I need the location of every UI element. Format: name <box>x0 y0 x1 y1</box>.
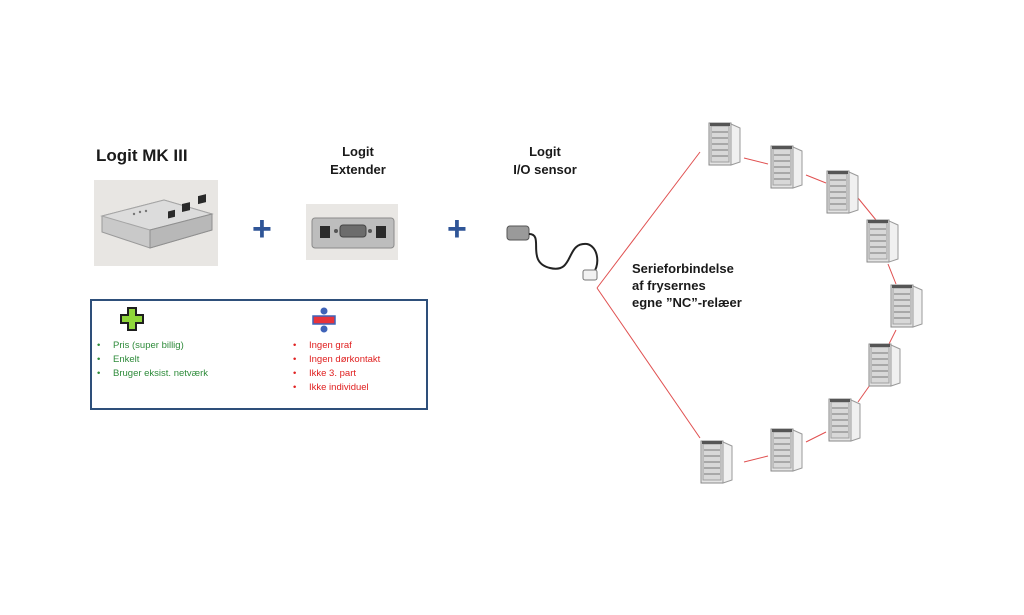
freezer-icon <box>868 343 902 387</box>
extender-title-line1: Logit <box>342 144 374 159</box>
cons-item-text: Ikke 3. part <box>309 368 356 379</box>
connection-line <box>596 287 701 439</box>
logit-mk3-image <box>94 180 218 266</box>
pros-item: • Pris (super billig) <box>97 339 208 353</box>
serial-text-line1: Serieforbindelse <box>632 261 734 276</box>
bullet: • <box>293 368 297 379</box>
divide-icon <box>312 307 336 338</box>
cons-item: • Ingen dørkontakt <box>293 353 380 367</box>
plus-sign-2: + <box>447 210 467 248</box>
pros-item: • Enkelt <box>97 353 208 367</box>
logit-sensor-image <box>505 222 605 292</box>
connection-line <box>857 197 877 221</box>
logit-extender-title: Logit Extender <box>318 143 398 179</box>
freezer-icon <box>770 145 804 189</box>
sensor-title-line1: Logit <box>529 144 561 159</box>
cons-item: • Ikke 3. part <box>293 367 380 381</box>
bullet: • <box>97 354 101 365</box>
extender-title-line2: Extender <box>330 162 386 177</box>
freezer-icon <box>700 440 734 484</box>
cons-item-text: Ingen dørkontakt <box>309 354 381 365</box>
pros-item: • Bruger eksist. netværk <box>97 367 208 381</box>
cons-item-text: Ingen graf <box>309 340 352 351</box>
freezer-icon <box>890 284 924 328</box>
pros-item-text: Enkelt <box>113 354 140 365</box>
connection-line <box>743 157 769 165</box>
logit-sensor-title: Logit I/O sensor <box>500 143 590 179</box>
serial-text-line2: af frysernes <box>632 278 706 293</box>
pros-cons-box <box>90 299 428 410</box>
connection-line <box>596 151 701 289</box>
logit-mk3-title: Logit MK III <box>96 146 188 165</box>
bullet: • <box>293 382 297 393</box>
cons-item: • Ikke individuel <box>293 381 380 395</box>
pros-list: • Pris (super billig) • Enkelt • Bruger eks… <box>97 339 208 381</box>
freezer-icon <box>826 170 860 214</box>
freezer-icon <box>708 122 742 166</box>
plus-icon <box>120 307 144 336</box>
bullet: • <box>293 354 297 365</box>
pros-item-text: Bruger eksist. netværk <box>113 368 209 379</box>
connection-line <box>805 431 827 443</box>
bullet: • <box>97 368 101 379</box>
connection-line <box>887 329 897 347</box>
cons-list: • Ingen graf • Ingen dørkontakt • Ikke 3. p… <box>293 339 380 395</box>
cons-item-text: Ikke individuel <box>309 382 369 393</box>
serial-text-line3: egne ”NC”-relæer <box>632 295 742 310</box>
logit-extender-image <box>306 204 398 260</box>
serial-connection-text: Serieforbindelse af frysernes egne ”NC”-… <box>632 260 742 311</box>
connection-line <box>743 455 769 463</box>
connection-line <box>805 174 827 184</box>
freezer-icon <box>866 219 900 263</box>
freezer-icon <box>770 428 804 472</box>
bullet: • <box>97 340 101 351</box>
cons-item: • Ingen graf <box>293 339 380 353</box>
sensor-title-line2: I/O sensor <box>513 162 577 177</box>
connection-line <box>857 384 871 403</box>
bullet: • <box>293 340 297 351</box>
freezer-icon <box>828 398 862 442</box>
plus-sign-1: + <box>252 210 272 248</box>
connection-line <box>887 263 897 285</box>
pros-item-text: Pris (super billig) <box>113 340 184 351</box>
